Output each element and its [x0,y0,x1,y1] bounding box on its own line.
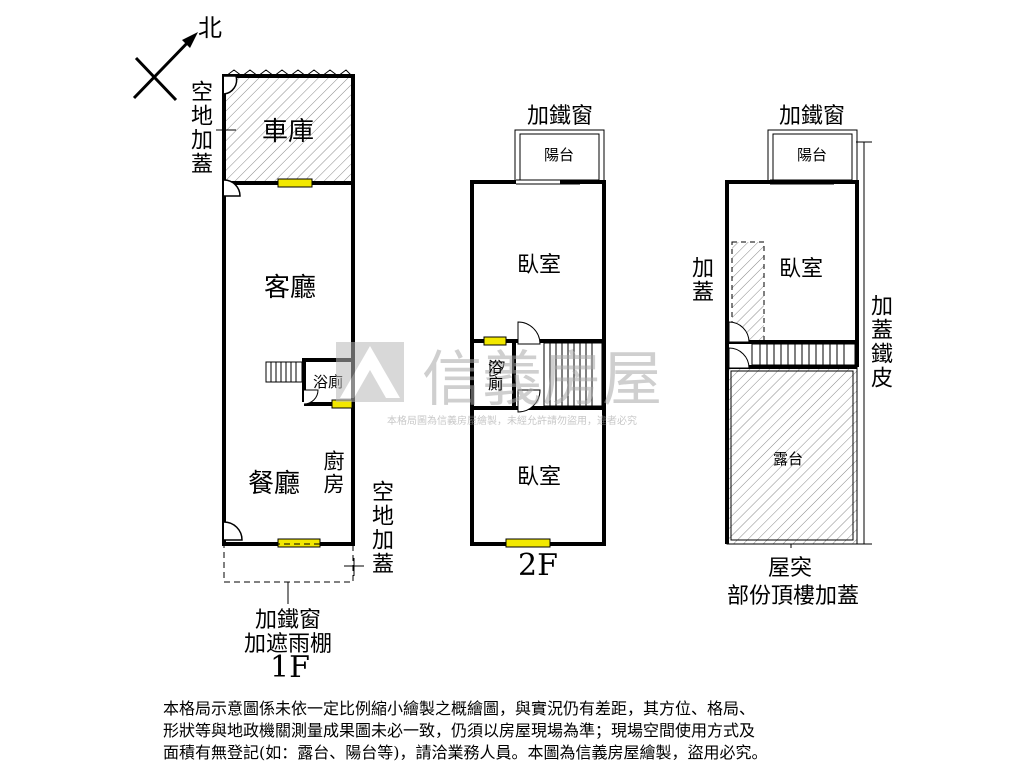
door-swing-icon [728,321,750,343]
watermark: 信義房屋 本格局圖為信義房屋繪製，未經允許請勿盜用，違者必究 [336,342,662,427]
disclaimer-line: 形狀等與地政機關測量成果圖未必一致，仍須以房屋現場為準；現場空間使用方式及 [163,721,756,740]
stairs-icon [543,342,603,407]
balcony-label: 陽台 [797,146,827,164]
north-label: 北 [198,14,222,42]
iron-canopy-extension [223,543,354,583]
floor-label-1f: 1F [270,650,310,685]
door-swing-icon [517,389,541,413]
iron-sheet-addition-label: 加蓋鐵皮 [867,294,892,390]
compass [132,32,198,102]
floor-label-2f: 2F [518,548,558,583]
addition-label: 加蓋 [688,256,713,304]
disclaimer-line: 本格局示意圖係未依一定比例縮小繪製之概繪圖，與實況仍有差距，其方位、格局、 [163,699,756,718]
window-icon [277,538,321,548]
disclaimer-text: 本格局示意圖係未依一定比例縮小繪製之概繪圖，與實況仍有差距，其方位、格局、 形狀… [163,698,883,764]
iron-window-label: 加鐵窗 [778,104,845,129]
door-swing-icon [728,347,750,369]
watermark-brand: 信義房屋 [422,345,662,415]
north-arrowhead-icon [182,32,198,48]
iron-window-label: 加鐵窗 [526,104,593,129]
disclaimer-line: 面積有無登記(如：露台、陽台等)，請洽業務人員。本圖為信義房屋繪製，盜用必究。 [163,743,768,762]
balcony-label: 陽台 [544,146,574,164]
window-icon [483,336,507,346]
door-swing-icon [223,521,243,541]
floor3-outer-wall [725,180,859,544]
watermark-notice: 本格局圖為信義房屋繪製，未經允許請勿盜用，違者必究 [387,414,637,427]
kitchen-label: 廚房 [321,450,345,496]
sinyi-logo-icon [336,342,404,402]
partial-rooftop-addition-caption: 部份頂樓加蓋 [726,584,859,609]
floor3-plan: 陽台 臥室 露台 [725,129,872,548]
bedroom-label: 臥室 [517,253,561,278]
door-swing-icon [517,321,541,345]
bathroom-label: 浴廁 [313,373,343,391]
bedroom-label: 臥室 [779,257,823,282]
bathroom-label: 浴廁 [486,359,504,393]
bedroom-label: 臥室 [517,465,561,490]
window-icon [277,178,313,188]
dining-room-label: 餐廳 [248,469,300,499]
vacant-land-addition-label: 空地加蓋 [368,480,393,576]
terrace-label: 露台 [773,450,803,468]
stairs-icon [265,361,303,383]
compass-cross-icon [134,56,178,102]
floor1-plan: 車庫 客廳 浴廁 餐廳 [216,69,364,604]
north-arrow-icon [132,36,194,100]
roof-protrusion-caption: 屋突 [767,556,812,581]
door-swing-icon [223,75,238,95]
floor2-plan: 陽台 臥室 臥室 [470,129,606,548]
canopy-caption: 加遮雨棚 [243,632,332,657]
living-room-label: 客廳 [264,273,316,303]
vacant-land-addition-label: 空地加蓋 [187,80,212,176]
iron-window-caption: 加鐵窗 [254,608,321,633]
garage-area [226,76,352,183]
stairs-icon [751,343,856,366]
window-icon [505,538,551,548]
roof-terrace-area [727,367,857,544]
door-swing-icon [223,179,241,197]
garage-label: 車庫 [262,117,314,147]
